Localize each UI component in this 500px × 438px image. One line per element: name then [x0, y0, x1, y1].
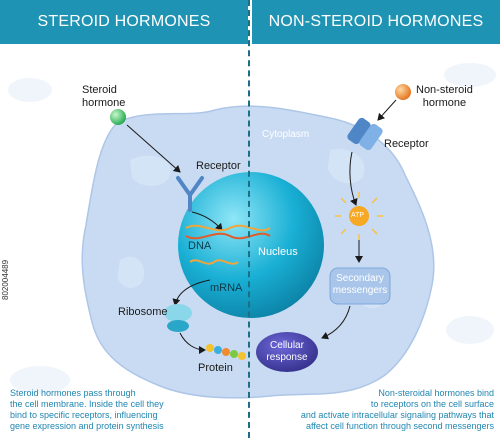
steroid-hormone-molecule [110, 109, 126, 125]
receptor-left-icon [176, 176, 204, 212]
protein-chain-icon [206, 344, 246, 360]
header-non-steroid: NON-STEROID HORMONES [252, 0, 500, 44]
dashed-divider [248, 0, 250, 438]
stock-id: 802004489 [1, 259, 10, 300]
receptor-right-icon [347, 117, 383, 151]
label-ribosome: Ribosome [118, 306, 168, 318]
caption-right: Non-steroidal hormones bind to receptors… [300, 388, 494, 431]
atp-molecule [349, 206, 369, 226]
atp-burst-icon [335, 192, 383, 240]
label-cytoplasm: Cytoplasm [262, 129, 310, 140]
label-steroid-hormone: Steroid hormone [82, 84, 126, 109]
header-steroid: STEROID HORMONES [0, 0, 248, 44]
nucleus [178, 172, 324, 318]
label-receptor-left: Receptor [196, 160, 241, 172]
dna-icon [185, 224, 271, 240]
cellular-response-node [256, 332, 318, 372]
caption-left: Steroid hormones pass through the cell m… [10, 388, 164, 431]
ribosome-icon [164, 304, 192, 332]
mrna-icon [189, 259, 239, 265]
label-cellular-response: Cellular response [266, 340, 308, 363]
label-secondary-messengers: Secondary messengers [332, 273, 388, 296]
background-pattern [8, 63, 496, 394]
label-mrna: mRNA [210, 282, 243, 294]
label-protein: Protein [198, 362, 233, 374]
secondary-messengers-box [329, 267, 391, 305]
label-dna: DNA [188, 240, 212, 252]
non-steroid-hormone-molecule [395, 84, 411, 100]
label-nucleus: Nucleus [258, 246, 298, 258]
label-receptor-right: Receptor [384, 138, 429, 150]
label-non-steroid-hormone: Non-steroid hormone [416, 84, 473, 109]
label-atp: ATP [351, 212, 365, 219]
